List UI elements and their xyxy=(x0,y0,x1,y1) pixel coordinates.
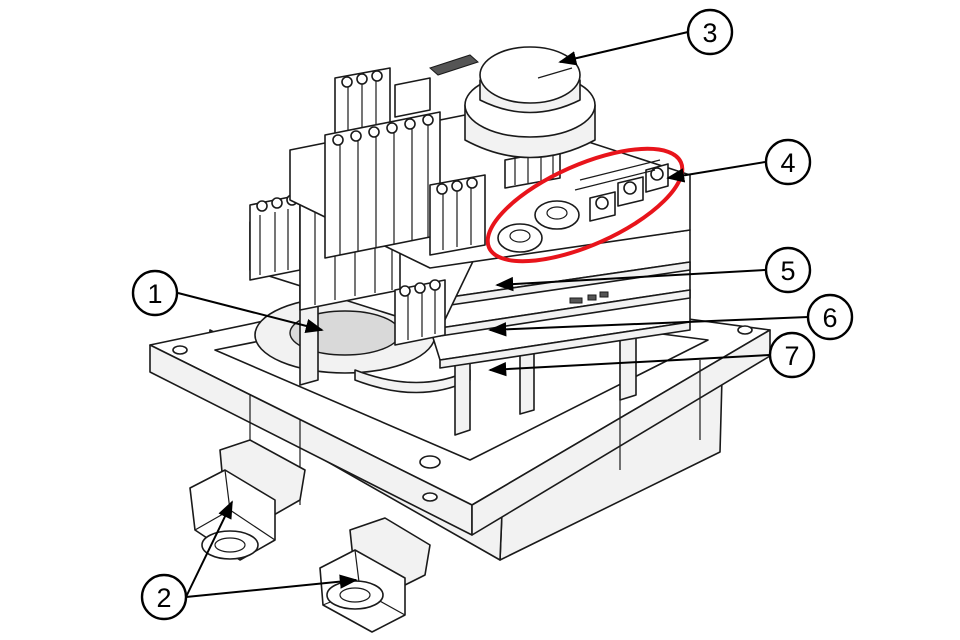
leader-lines xyxy=(177,31,809,598)
leader-line-7 xyxy=(488,354,771,377)
cable-gland-left xyxy=(189,439,306,561)
callout-7-label: 7 xyxy=(784,341,799,371)
callout-6: 6 xyxy=(806,293,854,341)
callout-5-label: 5 xyxy=(780,256,795,286)
callout-5: 5 xyxy=(764,246,812,294)
leader-line-5 xyxy=(495,269,766,292)
callout-4-label: 4 xyxy=(780,148,795,178)
highlight-ellipse xyxy=(485,146,685,264)
callout-6-label: 6 xyxy=(822,303,837,333)
cable-gland-right xyxy=(319,517,431,633)
callout-2-label: 2 xyxy=(156,583,171,613)
leader-line-1 xyxy=(177,292,324,333)
callout-1: 1 xyxy=(131,269,179,317)
terminal-block-upper-long xyxy=(324,111,441,259)
callout-4: 4 xyxy=(764,138,812,186)
upper-terminal-board xyxy=(289,54,691,269)
terminal-block-upper-top xyxy=(334,67,391,141)
potentiometer-knob xyxy=(464,46,596,159)
terminal-block-lower-right xyxy=(394,279,446,346)
leader-line-3 xyxy=(558,31,689,66)
callout-2: 2 xyxy=(140,573,188,621)
callout-1-label: 1 xyxy=(147,279,162,309)
ribbon-connector xyxy=(429,54,479,76)
terminal-block-upper-right xyxy=(429,174,486,256)
leader-line-4 xyxy=(666,161,766,183)
leader-line-6 xyxy=(488,316,809,337)
rotary-switches-and-buttons xyxy=(497,159,669,253)
leader-line-2b xyxy=(185,574,358,598)
leader-line-2a xyxy=(185,500,233,598)
callout-3: 3 xyxy=(686,8,734,56)
callout-7: 7 xyxy=(768,331,816,379)
connector-header xyxy=(394,77,431,118)
terminal-block-lower-left xyxy=(249,194,301,281)
callout-3-label: 3 xyxy=(702,18,717,48)
